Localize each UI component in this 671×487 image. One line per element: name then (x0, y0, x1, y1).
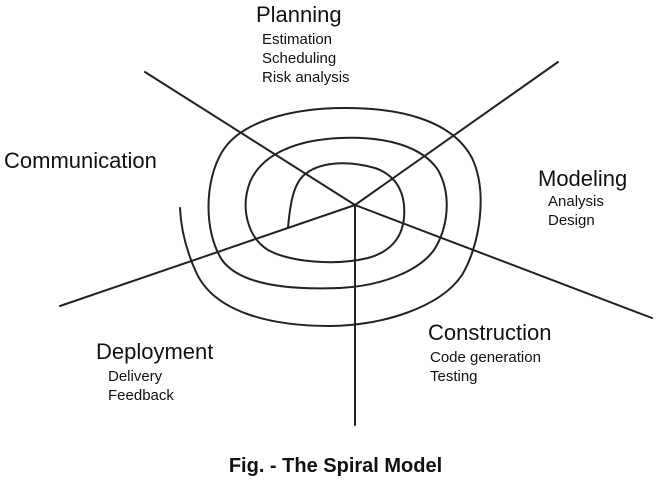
construction-block: Construction Code generation Testing (428, 320, 552, 385)
planning-block: Planning Estimation Scheduling Risk anal… (256, 2, 350, 86)
deployment-item-delivery: Delivery (108, 368, 163, 385)
construction-item-code-generation: Code generation (430, 349, 541, 366)
axis-line-lower-left (59, 204, 356, 307)
figure-caption: Fig. - The Spiral Model (228, 455, 443, 477)
modeling-title: Modeling (538, 166, 628, 191)
spiral-path (179, 107, 482, 327)
construction-title: Construction (428, 320, 552, 345)
communication-title: Communication (4, 148, 157, 173)
deployment-block: Deployment Delivery Feedback (96, 339, 214, 404)
planning-title: Planning (256, 2, 342, 27)
planning-item-scheduling: Scheduling (262, 50, 337, 67)
modeling-block: Modeling Analysis Design (538, 166, 628, 229)
modeling-item-analysis: Analysis (548, 193, 604, 210)
deployment-title: Deployment (96, 339, 214, 364)
planning-item-risk-analysis: Risk analysis (262, 69, 350, 86)
planning-item-estimation: Estimation (262, 31, 333, 48)
deployment-item-feedback: Feedback (108, 387, 174, 404)
axis-line-upper-right (354, 61, 559, 206)
modeling-item-design: Design (548, 212, 595, 229)
communication-block: Communication (4, 150, 157, 172)
construction-item-testing: Testing (430, 368, 478, 385)
axis-line-upper-left (144, 71, 356, 206)
axis-line-lower-right (354, 204, 653, 319)
